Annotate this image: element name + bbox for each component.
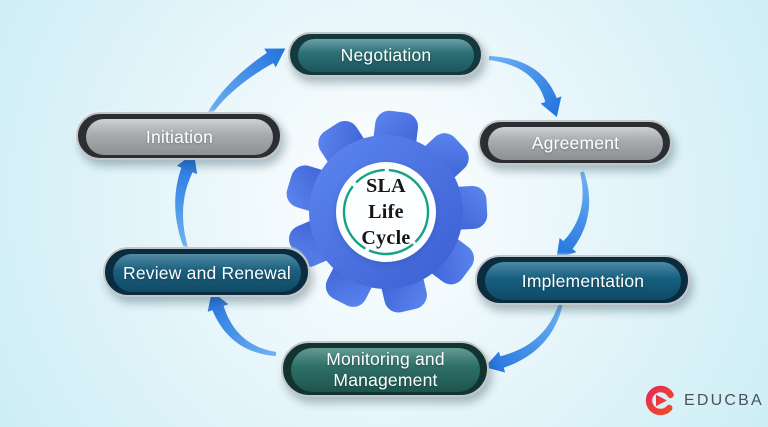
center-title-line: Life [368,201,404,223]
stage-label: Implementation [521,270,645,291]
hub-ring-icon [342,168,430,256]
flow-arrow-implementation-to-monitoring [484,302,563,373]
educba-logo-icon [645,385,676,416]
center-title: SLA Life Cycle [361,173,410,251]
stage-pill-body: Initiation [86,119,273,155]
stage-pill-body: Monitoring and Management [291,348,480,392]
flow-arrow-negotiation-to-agreement [488,56,562,117]
stage-pill-review-and-renewal: Review and Renewal [103,247,310,297]
stage-pill-monitoring-and-management: Monitoring and Management [281,341,489,397]
stage-pill-body: Review and Renewal [113,254,301,292]
stage-pill-initiation: Initiation [76,112,282,160]
stage-pill-body: Agreement [488,127,663,160]
educba-logo: EDUCBA [644,384,764,417]
center-title-line: Cycle [361,227,411,249]
stage-pill-negotiation: Negotiation [288,32,483,77]
flow-arrow-agreement-to-implementation [556,171,590,259]
flow-arrow-monitoring-to-review [207,291,277,356]
stage-pill-implementation: Implementation [475,255,690,305]
stage-pill-agreement: Agreement [478,120,672,165]
educba-logo-text: EDUCBA [684,391,764,409]
stage-pill-body: Implementation [485,262,681,300]
center-hub: SLA Life Cycle [336,162,436,262]
center-title-line: SLA [366,175,406,197]
stage-label: Review and Renewal [123,262,291,283]
flow-arrow-initiation-to-negotiation [206,48,286,118]
flow-arrows [175,48,590,373]
stage-pill-body: Negotiation [298,39,474,72]
flow-arrow-review-to-initiation [175,153,198,249]
stage-label: Initiation [145,126,214,147]
stage-label: Monitoring and Management [326,349,445,390]
stage-label: Negotiation [340,45,432,66]
stage-label: Agreement [531,133,620,154]
